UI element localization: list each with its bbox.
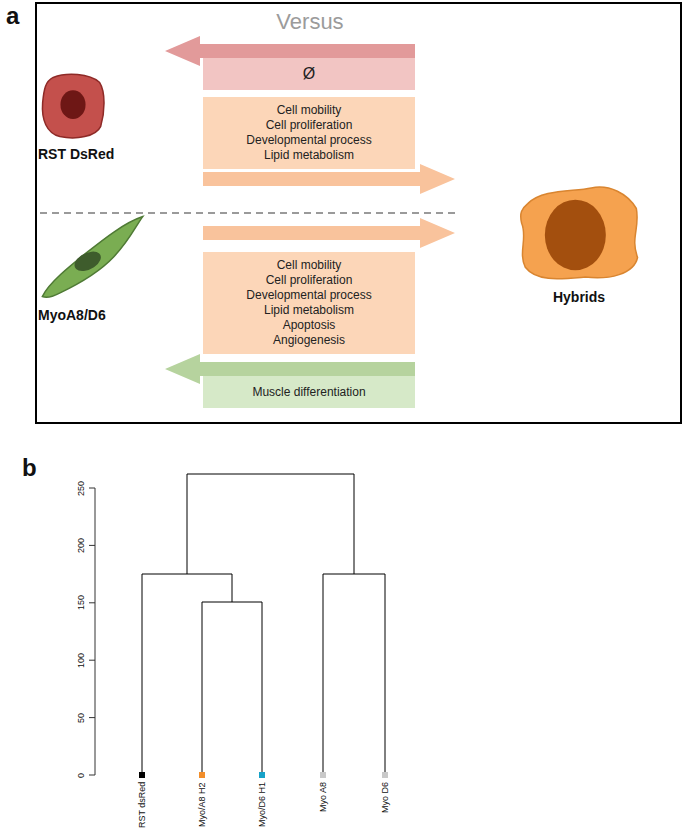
direction-arrow bbox=[203, 218, 455, 248]
axis-tick-label: 0 bbox=[77, 772, 86, 777]
cell-label: Hybrids bbox=[553, 290, 605, 305]
cell-label: MyoA8/D6 bbox=[38, 308, 106, 323]
band-text: Muscle differentiation bbox=[252, 385, 365, 400]
band-text: Lipid metabolism bbox=[246, 148, 371, 163]
cell-shape bbox=[38, 214, 146, 300]
direction-band: Muscle differentiation bbox=[203, 376, 415, 408]
band-text: Developmental process bbox=[246, 133, 371, 148]
comparison-panel: VersusØRST DsRedCell mobilityCell prolif… bbox=[35, 2, 682, 424]
cell-icon: Hybrids bbox=[518, 184, 640, 282]
cell-icon: RST DsRed bbox=[40, 72, 106, 140]
cell-shape bbox=[518, 184, 640, 282]
axis-tick-label: 50 bbox=[77, 713, 86, 723]
band-text-group: Ø bbox=[303, 65, 315, 83]
band-text: Apoptosis bbox=[246, 318, 371, 333]
band-text: Cell proliferation bbox=[246, 273, 371, 288]
band-text: Developmental process bbox=[246, 288, 371, 303]
band-text: Lipid metabolism bbox=[246, 303, 371, 318]
leaf-label: Myo/D6 H1 bbox=[258, 782, 267, 827]
leaf-label: Myo D6 bbox=[381, 782, 390, 813]
panel-heading: Versus bbox=[276, 9, 343, 35]
leaf-label: Myo/A8 H2 bbox=[198, 782, 207, 827]
leaf-markers bbox=[139, 772, 388, 778]
leaf-label: RST dsRed bbox=[138, 782, 147, 828]
direction-band: Ø bbox=[203, 58, 415, 90]
band-text-group: Muscle differentiation bbox=[252, 385, 365, 400]
band-text-group: Cell mobilityCell proliferationDevelopme… bbox=[246, 258, 371, 348]
band-text: Cell mobility bbox=[246, 258, 371, 273]
separator-line bbox=[40, 212, 455, 214]
band-text-group: Cell mobilityCell proliferationDevelopme… bbox=[246, 103, 371, 163]
dendrogram-branches bbox=[142, 474, 385, 775]
axis-tick-label: 250 bbox=[77, 480, 86, 495]
axis-tick-label: 200 bbox=[77, 538, 86, 553]
band-text: Cell mobility bbox=[246, 103, 371, 118]
y-axis bbox=[89, 488, 95, 775]
leaf-label: Myo A8 bbox=[319, 782, 328, 812]
axis-tick-label: 100 bbox=[77, 653, 86, 668]
cell-icon: MyoA8/D6 bbox=[38, 214, 146, 300]
band-text: Cell proliferation bbox=[246, 118, 371, 133]
band-text: Ø bbox=[303, 65, 315, 83]
direction-band: Cell mobilityCell proliferationDevelopme… bbox=[203, 97, 415, 169]
panel-letter: a bbox=[6, 4, 19, 28]
band-text: Angiogenesis bbox=[246, 333, 371, 348]
axis-tick-label: 150 bbox=[77, 595, 86, 610]
panel-letter: b bbox=[22, 456, 37, 480]
cell-label: RST DsRed bbox=[38, 147, 114, 162]
direction-band: Cell mobilityCell proliferationDevelopme… bbox=[203, 252, 415, 354]
cell-shape bbox=[40, 72, 106, 140]
